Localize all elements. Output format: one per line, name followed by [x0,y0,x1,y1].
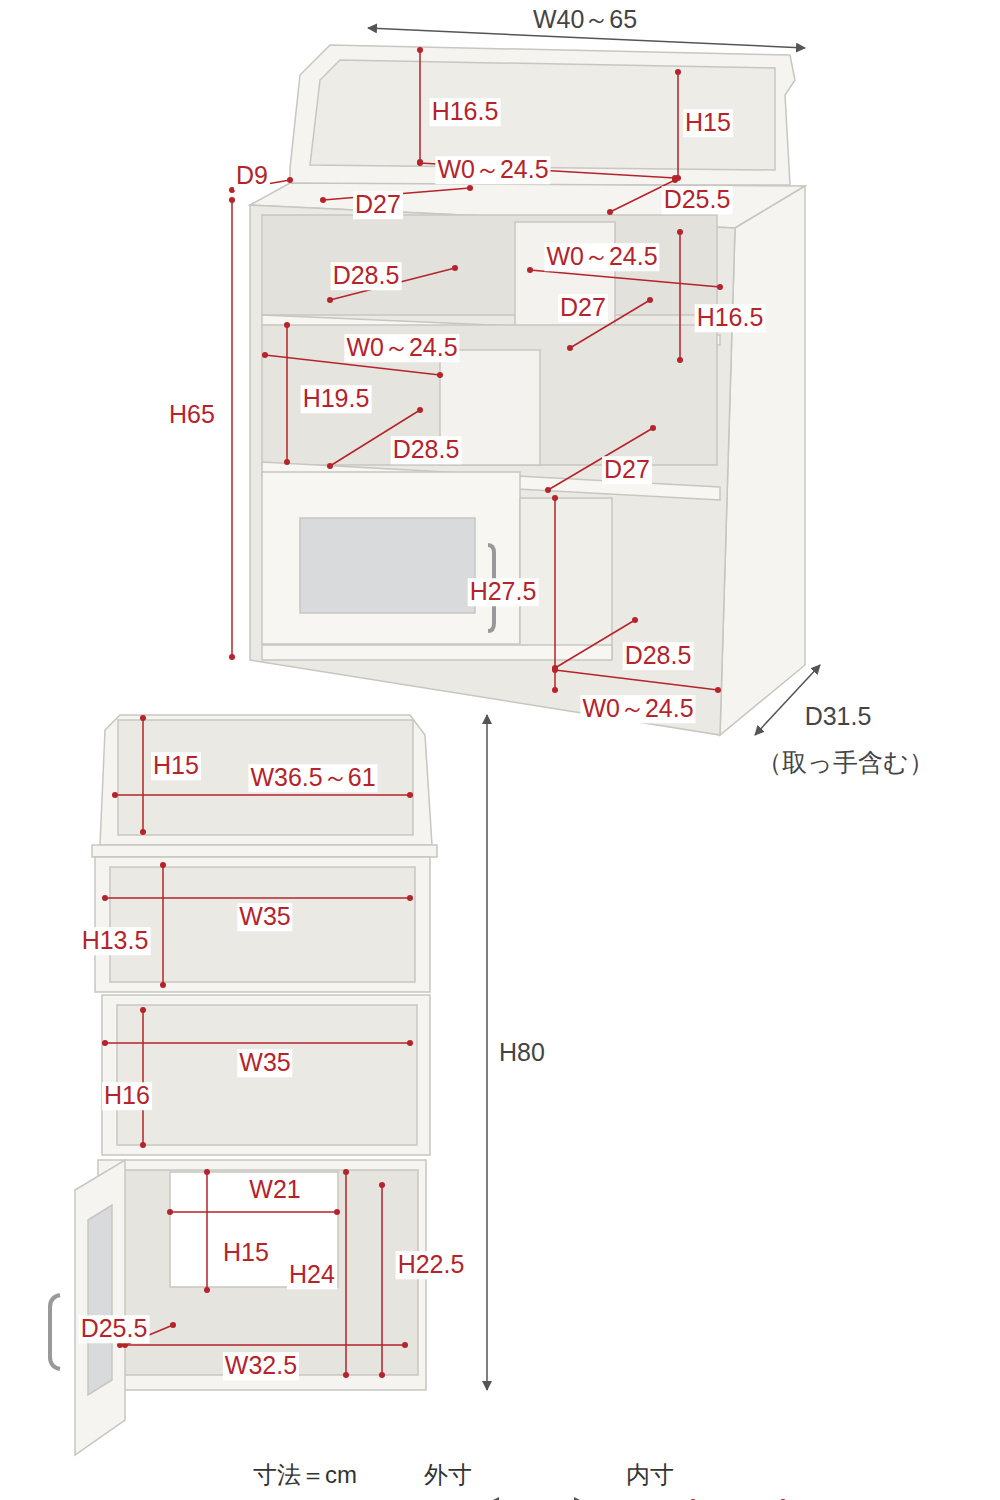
dimension-label: D28.5 [331,262,402,290]
dimension-label: W40～65 [531,6,639,34]
dimension-label: D28.5 [623,642,694,670]
dimension-label: D27 [602,456,652,484]
dimension-label: H16 [102,1082,152,1110]
dimension-label: H13.5 [80,927,151,955]
dimension-label: W35 [237,1049,292,1077]
dimension-label: D31.5 [803,703,874,731]
dimension-label: D27 [353,191,403,219]
dimension-label: H15 [151,752,201,780]
dimension-label: H27.5 [468,578,539,606]
dimension-label: D9 [234,162,270,190]
dimension-label: W21 [247,1176,302,1204]
dimension-label: H19.5 [301,385,372,413]
dimension-label: H16.5 [430,98,501,126]
dimension-label: W35 [237,903,292,931]
dimension-label: D28.5 [391,436,462,464]
dimension-label: H22.5 [396,1251,467,1279]
dimension-label: W0～24.5 [544,243,659,271]
dimension-label: H80 [497,1039,547,1067]
dimension-label: D25.5 [79,1315,150,1343]
dimension-label: D27 [558,294,608,322]
dimension-label: H15 [221,1239,271,1267]
dimension-label: H15 [683,109,733,137]
legend-text: 外寸 [422,1462,474,1488]
dimension-label: W0～24.5 [435,156,550,184]
dimension-label: D25.5 [662,186,733,214]
dimension-label: H16.5 [695,304,766,332]
unit-note: 寸法＝cm [251,1462,359,1488]
legend-text: 内寸 [624,1462,676,1488]
dimension-label: H65 [167,401,217,429]
dimension-label: W0～24.5 [580,695,695,723]
dimension-label: （取っ手含む） [755,749,936,777]
dimension-label: W36.5～61 [248,764,377,792]
dimension-label: H24 [287,1261,337,1289]
dimension-label: W0～24.5 [344,334,459,362]
dimension-label: W32.5 [223,1352,299,1380]
